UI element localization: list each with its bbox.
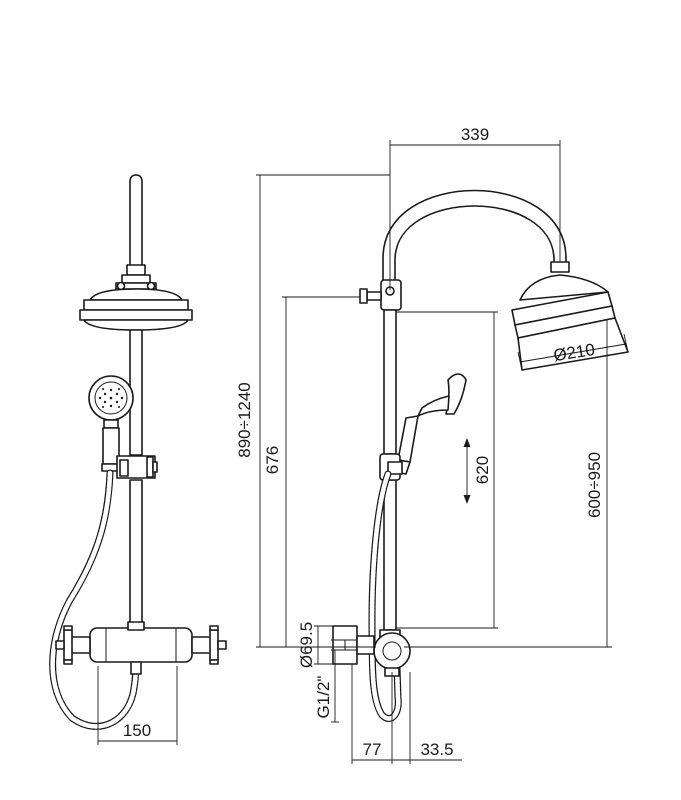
side-wall-connector xyxy=(332,625,375,665)
dim-33-5-label: 33.5 xyxy=(420,740,453,759)
dim-g1-2-label: G1/2" xyxy=(314,676,333,719)
dim-339: 339 xyxy=(389,125,561,290)
dim-600-950-label: 600÷950 xyxy=(585,452,604,518)
front-top-pipe xyxy=(129,174,143,269)
side-shower-head xyxy=(511,261,629,371)
dim-77-label: 77 xyxy=(363,740,382,759)
side-view: 339 890÷1240 676 Ø210 xyxy=(235,125,629,764)
dim-69-5: Ø69.5 xyxy=(297,622,333,668)
front-slide-holder xyxy=(116,455,158,479)
dim-150: 150 xyxy=(97,666,178,745)
front-right-handle xyxy=(191,625,227,665)
side-top-junction xyxy=(359,279,402,311)
dim-620-label: 620 xyxy=(473,456,492,484)
side-slide-holder xyxy=(379,453,403,481)
front-hose xyxy=(49,469,140,730)
dim-676-label: 676 xyxy=(263,446,282,474)
dim-150-label: 150 xyxy=(123,721,151,740)
side-overhead-arm xyxy=(382,189,567,286)
dim-339-label: 339 xyxy=(461,125,489,144)
front-riser-pipe xyxy=(129,329,143,625)
front-left-handle xyxy=(55,625,91,665)
dim-33-5: 33.5 xyxy=(392,672,462,764)
dim-g1-2: G1/2" xyxy=(314,639,345,723)
side-hose xyxy=(368,470,402,722)
dim-676: 676 xyxy=(263,296,360,647)
dim-890-1240-label: 890÷1240 xyxy=(235,382,254,458)
front-shower-head xyxy=(79,288,193,331)
dim-77: 77 xyxy=(351,664,393,764)
dim-69-5-label: Ø69.5 xyxy=(297,622,316,668)
front-head-connector xyxy=(115,264,157,291)
side-hand-shower xyxy=(393,373,467,475)
dim-890-1240: 890÷1240 xyxy=(235,174,390,648)
side-thermostat-body xyxy=(373,629,411,677)
front-hand-shower xyxy=(88,375,134,472)
dim-600-950: 600÷950 xyxy=(404,320,612,648)
front-view: 150 xyxy=(49,174,227,745)
dim-620: 620 xyxy=(396,311,498,629)
